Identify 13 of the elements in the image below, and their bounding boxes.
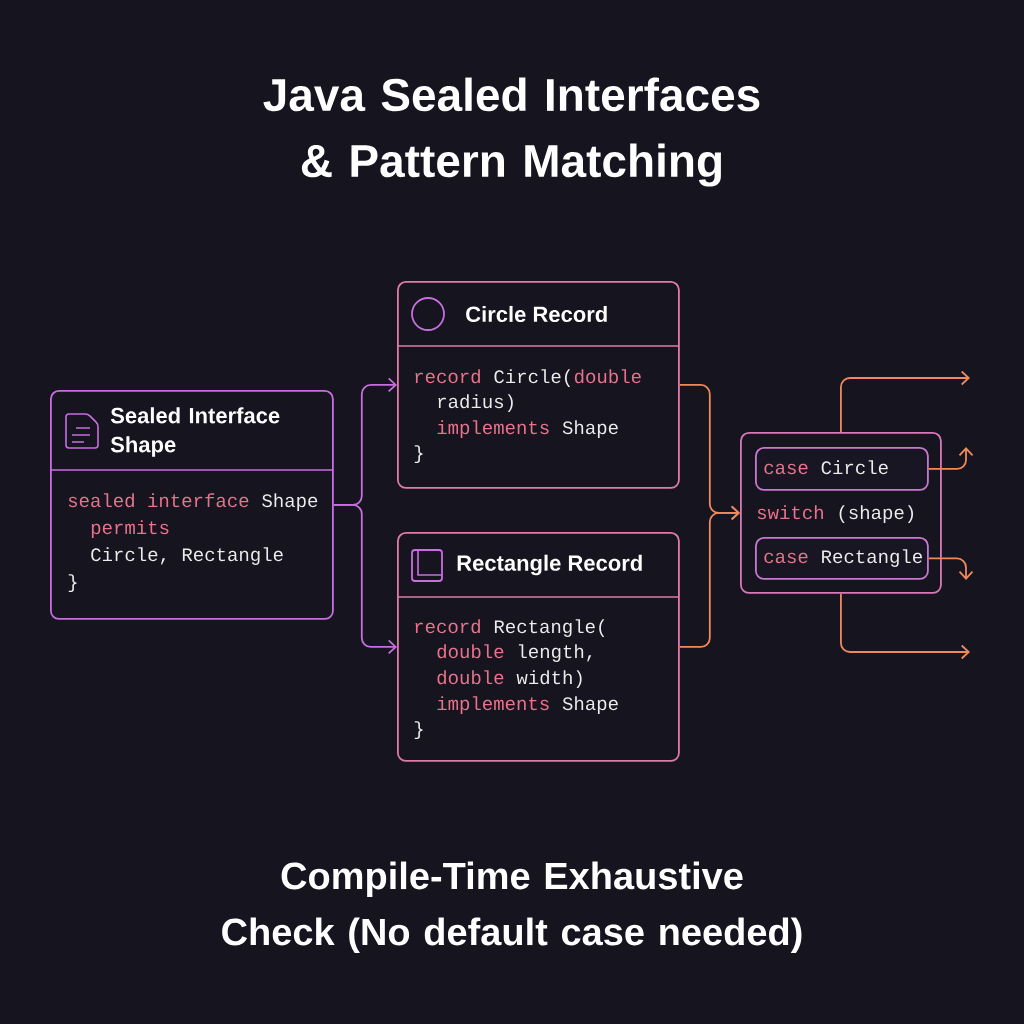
caption: Compile-Time Exhaustive Check (No default case needed) xyxy=(222,861,802,953)
record-card: Rectangle Record record Rectangle( double length, double width) implements Shape } xyxy=(396,532,680,762)
case-box: case Circle xyxy=(755,447,929,491)
interface-card: Sealed Interface Shape sealed interface Shape permits Circle, Rectangle } xyxy=(49,390,334,620)
arrow xyxy=(840,592,970,660)
title: Java Sealed Interfaces & Pattern Matching xyxy=(263,77,760,187)
arrow xyxy=(678,505,740,648)
record-card: Circle Record record Circle( double radius) implements Shape } xyxy=(396,281,680,489)
arrow xyxy=(927,557,974,580)
arrow xyxy=(927,447,974,470)
case-box: case Rectangle xyxy=(755,537,929,580)
arrow xyxy=(332,504,397,655)
arrow xyxy=(840,370,970,433)
